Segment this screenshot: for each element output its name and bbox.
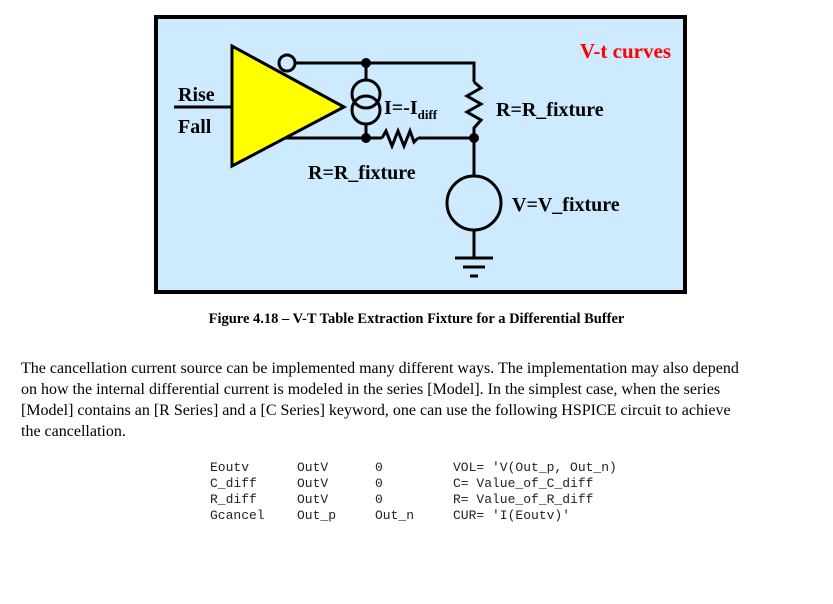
code-element-name: R_diff	[210, 492, 257, 507]
junction-dot	[361, 133, 371, 143]
current-source-icon-lower	[350, 94, 382, 126]
fixture-diagram: V-t curves Rise Fall I=-Idiff R=R_fixtur…	[154, 15, 687, 294]
code-node-1: Out_p	[297, 508, 337, 523]
resistor-horizontal-icon	[380, 126, 420, 151]
code-node-2: 0	[375, 492, 383, 507]
current-source-subscript: diff	[418, 107, 438, 122]
voltage-source-label: V=V_fixture	[512, 194, 620, 216]
code-node-2: Out_n	[375, 508, 415, 523]
code-value: R= Value_of_R_diff	[453, 492, 594, 507]
input-fall-label: Fall	[178, 116, 212, 138]
code-row: R_diff OutV 0 R= Value_of_R_diff	[210, 492, 593, 508]
body-paragraph: The cancellation current source can be i…	[21, 358, 826, 442]
code-node-2: 0	[375, 476, 383, 491]
figure-caption: Figure 4.18 – V-T Table Extraction Fixtu…	[208, 311, 625, 327]
inversion-bubble-icon	[277, 53, 297, 73]
current-source-icon	[350, 78, 382, 110]
current-source-label: I=-Idiff	[384, 97, 438, 122]
code-node-2: 0	[375, 460, 383, 475]
code-node-1: OutV	[297, 492, 329, 507]
code-node-1: OutV	[297, 476, 329, 491]
ground-icon	[455, 256, 493, 278]
code-node-1: OutV	[297, 460, 329, 475]
top-output-wire	[295, 61, 476, 82]
hspice-code-block: Eoutv OutV 0 VOL= 'V(Out_p, Out_n) C_dif…	[210, 460, 617, 524]
paragraph-line: the cancellation.	[21, 423, 126, 440]
code-row: Gcancel Out_p Out_n CUR= 'I(Eoutv)'	[210, 508, 570, 524]
code-value: CUR= 'I(Eoutv)'	[453, 508, 571, 523]
code-element-name: Eoutv	[210, 460, 250, 475]
code-element-name: C_diff	[210, 476, 257, 491]
code-value: C= Value_of_C_diff	[453, 476, 594, 491]
code-row: C_diff OutV 0 C= Value_of_C_diff	[210, 476, 593, 492]
junction-dot	[361, 58, 371, 68]
code-element-name: Gcancel	[210, 508, 265, 523]
paragraph-line: The cancellation current source can be i…	[21, 360, 739, 377]
paragraph-line: [Model] contains an [R Series] and a [C …	[21, 402, 731, 419]
code-row: Eoutv OutV 0 VOL= 'V(Out_p, Out_n)	[210, 460, 617, 476]
resistor-vertical-icon	[463, 80, 485, 138]
paragraph-line: on how the internal differential current…	[21, 381, 721, 398]
input-rise-label: Rise	[178, 84, 215, 106]
diagram-title: V-t curves	[580, 39, 671, 63]
code-value: VOL= 'V(Out_p, Out_n)	[453, 460, 617, 475]
right-resistor-label: R=R_fixture	[496, 99, 604, 121]
bottom-resistor-label: R=R_fixture	[308, 162, 416, 184]
